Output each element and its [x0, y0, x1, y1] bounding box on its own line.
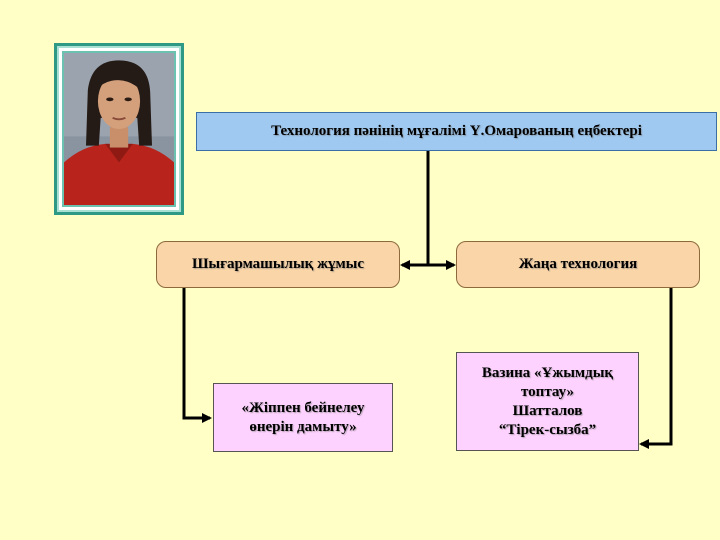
methods-box: Вазина «Ұжымдық топтау» Шатталов “Тірек-…	[456, 352, 639, 451]
new-technology-label: Жаңа технология	[518, 256, 638, 272]
connector-right-to-child	[639, 288, 673, 449]
methods-line-4: “Тірек-сызба”	[498, 421, 597, 438]
thread-art-box: «Жіппен бейнелеу өнерін дамыту»	[213, 383, 393, 452]
title-text: Технология пәнінің мұғалімі Ү.Омарованың…	[271, 123, 642, 139]
methods-line-2: топтау»	[521, 383, 574, 400]
thread-art-line-1: «Жіппен бейнелеу	[241, 399, 365, 416]
title-box: Технология пәнінің мұғалімі Ү.Омарованың…	[196, 112, 717, 151]
methods-line-1: Вазина «Ұжымдық	[481, 364, 614, 381]
new-technology-box: Жаңа технология	[456, 241, 700, 288]
connector-left-to-child	[182, 288, 212, 423]
creative-work-label: Шығармашылық жұмыс	[191, 256, 365, 272]
portrait-illustration	[64, 53, 174, 205]
teacher-portrait-image	[62, 51, 176, 207]
creative-work-box: Шығармашылық жұмыс	[156, 241, 400, 288]
thread-art-line-2: өнерін дамыту»	[249, 418, 357, 435]
teacher-photo-frame	[54, 43, 184, 215]
methods-line-3: Шатталов	[512, 402, 583, 419]
